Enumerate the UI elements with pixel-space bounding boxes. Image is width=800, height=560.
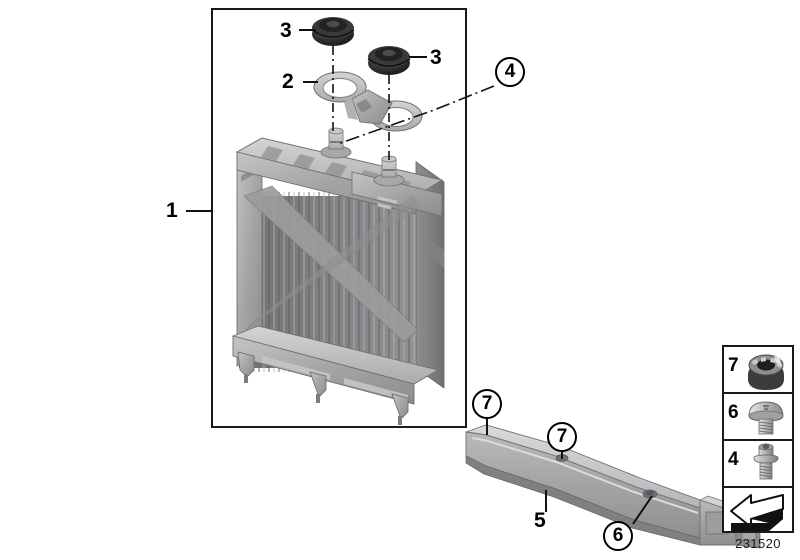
callout-3-right: 3 <box>430 46 442 69</box>
rubber-grommet-left-art <box>311 17 355 46</box>
pan-head-screw-icon <box>743 394 789 439</box>
legend-row-cage-nut: 7 <box>724 347 792 394</box>
legend-number-4: 4 <box>728 449 739 470</box>
assembly-axis-lines <box>332 46 390 160</box>
diagram-part-number: 231520 <box>735 536 781 551</box>
arrow-block-icon <box>724 488 792 535</box>
callout-4-leader <box>337 85 495 145</box>
radiator-mounting-stud-right <box>373 155 405 187</box>
callout-1: 1 <box>166 199 178 222</box>
callout-6-circle: 6 <box>603 521 633 551</box>
legend-row-direction-symbol <box>724 488 792 535</box>
radiator-assembly-art <box>231 127 445 425</box>
legend-row-pan-head-screw: 6 <box>724 394 792 441</box>
twin-eye-mounting-strap-art <box>313 71 423 132</box>
legend-row-hex-flange-bolt: 4 <box>724 441 792 488</box>
callout-7-right-circle: 7 <box>547 422 577 452</box>
rubber-grommet-right-art <box>367 46 411 75</box>
legend-number-6: 6 <box>728 402 739 423</box>
callout-2: 2 <box>282 70 294 93</box>
assembly-outline-box <box>211 8 467 428</box>
callout-3-left: 3 <box>280 19 292 42</box>
callout-4-circle: 4 <box>495 57 525 87</box>
parts-legend-panel: 7 <box>722 345 794 533</box>
callout-5: 5 <box>534 509 546 532</box>
callout-7-left-circle: 7 <box>472 389 502 419</box>
cage-nut-icon <box>743 347 789 392</box>
callout-6-leader <box>632 495 653 525</box>
legend-number-7: 7 <box>728 355 739 376</box>
radiator-mounting-stud-left <box>320 127 352 159</box>
hex-flange-bolt-icon <box>743 441 789 486</box>
